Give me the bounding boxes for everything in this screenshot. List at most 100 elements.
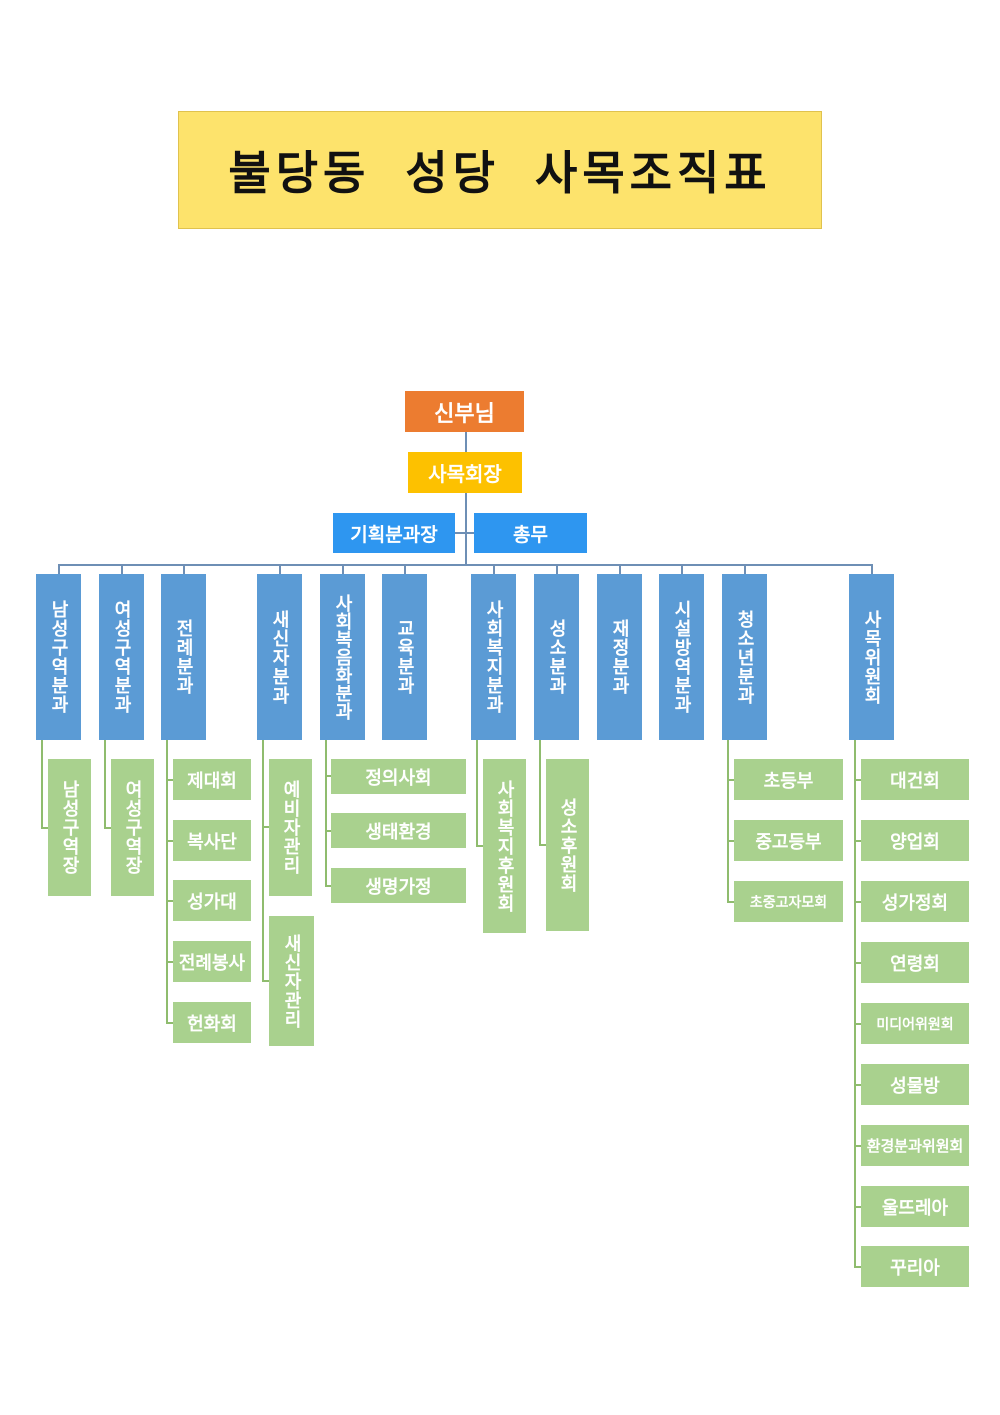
sub-box: 중고등부 bbox=[734, 820, 843, 861]
sub-box: 울뜨레아 bbox=[861, 1186, 969, 1227]
dept-label: 남성구역분과 bbox=[48, 600, 69, 714]
sub-label: 양업회 bbox=[890, 831, 940, 853]
sub-label: 꾸리아 bbox=[890, 1257, 940, 1279]
dept-label: 사회복음화분과 bbox=[332, 594, 353, 720]
planning-box: 기획분과장 bbox=[333, 513, 455, 553]
sub-label: 사회복지후원회 bbox=[494, 779, 515, 913]
connector-line bbox=[404, 564, 406, 574]
sub-label: 울뜨레아 bbox=[881, 1197, 949, 1219]
connector-line bbox=[681, 564, 683, 574]
dept-box: 사목위원회 bbox=[849, 574, 894, 740]
priest-box: 신부님 bbox=[405, 391, 524, 432]
connector-line bbox=[854, 779, 862, 781]
dept-box: 사회복음화분과 bbox=[320, 574, 365, 740]
sub-label: 새신자관리 bbox=[281, 933, 302, 1029]
sub-label: 성가정회 bbox=[881, 892, 949, 914]
sub-label: 초등부 bbox=[763, 770, 814, 792]
sub-box: 새신자관리 bbox=[269, 916, 314, 1046]
sub-box: 미디어위원회 bbox=[861, 1003, 969, 1044]
sub-box: 꾸리아 bbox=[861, 1246, 969, 1287]
connector-line bbox=[166, 900, 174, 902]
sub-box: 성가대 bbox=[173, 880, 251, 921]
connector-line bbox=[166, 1022, 174, 1024]
sub-box: 초중고자모회 bbox=[734, 881, 843, 922]
page-title: 불당동 성당 사목조직표 bbox=[228, 146, 772, 200]
connector-line bbox=[325, 885, 333, 887]
sub-box: 초등부 bbox=[734, 759, 843, 800]
dept-box: 사회복지분과 bbox=[471, 574, 516, 740]
title-banner: 불당동 성당 사목조직표 bbox=[178, 111, 822, 229]
dept-box: 청소년분과 bbox=[722, 574, 767, 740]
chair-label: 사목회장 bbox=[428, 462, 502, 486]
sub-box: 전례봉사 bbox=[173, 941, 251, 982]
sub-box: 양업회 bbox=[861, 820, 969, 861]
connector-line bbox=[854, 840, 862, 842]
sub-label: 헌화회 bbox=[187, 1013, 237, 1035]
connector-line bbox=[727, 901, 735, 903]
connector-line bbox=[279, 564, 281, 574]
sub-box: 제대회 bbox=[173, 759, 251, 800]
sub-box: 남성구역장 bbox=[48, 759, 91, 896]
connector-line bbox=[41, 740, 43, 828]
connector-line bbox=[166, 740, 168, 1024]
priest-label: 신부님 bbox=[434, 401, 495, 427]
connector-line bbox=[727, 740, 729, 902]
dept-box: 남성구역분과 bbox=[36, 574, 81, 740]
connector-line bbox=[104, 740, 106, 828]
sub-label: 여성구역장 bbox=[122, 780, 143, 875]
sub-label: 성소후원회 bbox=[557, 797, 578, 893]
dept-box: 전례분과 bbox=[161, 574, 206, 740]
dept-label: 청소년분과 bbox=[734, 609, 755, 705]
sub-box: 대건회 bbox=[861, 759, 969, 800]
sub-label: 중고등부 bbox=[755, 831, 822, 853]
connector-line bbox=[262, 740, 264, 982]
dept-box: 성소분과 bbox=[534, 574, 579, 740]
chair-box: 사목회장 bbox=[408, 452, 522, 493]
connector-line bbox=[727, 779, 735, 781]
connector-line bbox=[854, 1266, 862, 1268]
sub-label: 대건회 bbox=[890, 770, 940, 792]
dept-label: 사회복지분과 bbox=[483, 600, 504, 714]
sub-box: 생태환경 bbox=[331, 813, 466, 848]
sub-label: 환경분과위원회 bbox=[866, 1137, 964, 1155]
connector-line bbox=[166, 961, 174, 963]
connector-line bbox=[465, 431, 467, 565]
connector-line bbox=[539, 844, 547, 846]
connector-line bbox=[619, 564, 621, 574]
sub-box: 성가정회 bbox=[861, 881, 969, 922]
sub-box: 헌화회 bbox=[173, 1002, 251, 1043]
dept-label: 전례분과 bbox=[173, 619, 194, 695]
sub-label: 초중고자모회 bbox=[749, 894, 828, 911]
dept-label: 사목위원회 bbox=[861, 609, 882, 705]
connector-line bbox=[58, 564, 873, 566]
dept-label: 새신자분과 bbox=[269, 609, 290, 705]
connector-line bbox=[121, 564, 123, 574]
sub-label: 생태환경 bbox=[365, 821, 432, 843]
connector-line bbox=[325, 830, 333, 832]
planning-label: 기획분과장 bbox=[350, 523, 438, 546]
dept-label: 여성구역분과 bbox=[111, 600, 132, 714]
sub-box: 복사단 bbox=[173, 820, 251, 861]
sub-label: 생명가정 bbox=[365, 876, 432, 898]
dept-label: 성소분과 bbox=[546, 619, 567, 695]
connector-line bbox=[166, 840, 174, 842]
sub-label: 정의사회 bbox=[365, 767, 432, 789]
connector-line bbox=[325, 775, 333, 777]
sub-box: 예비자관리 bbox=[269, 759, 312, 896]
sub-label: 남성구역장 bbox=[59, 780, 80, 875]
dept-label: 시설방역분과 bbox=[671, 600, 692, 714]
sub-box: 환경분과위원회 bbox=[861, 1125, 969, 1166]
sub-label: 전례봉사 bbox=[178, 952, 246, 974]
connector-line bbox=[262, 826, 270, 828]
dept-box: 여성구역분과 bbox=[99, 574, 144, 740]
connector-line bbox=[476, 740, 478, 847]
connector-line bbox=[854, 962, 862, 964]
connector-line bbox=[854, 1084, 862, 1086]
sub-label: 복사단 bbox=[187, 831, 237, 853]
connector-line bbox=[871, 564, 873, 574]
dept-box: 재정분과 bbox=[597, 574, 642, 740]
connector-line bbox=[854, 1023, 862, 1025]
connector-line bbox=[556, 564, 558, 574]
connector-line bbox=[166, 779, 174, 781]
sub-box: 성소후원회 bbox=[546, 759, 589, 931]
